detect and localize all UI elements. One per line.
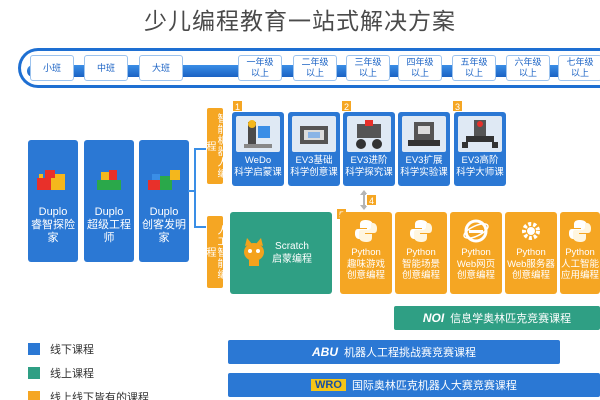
page-title: 少儿编程教育一站式解决方案 xyxy=(144,8,456,34)
python-card-smart-scene[interactable]: Python 智能场景 创意编程 xyxy=(395,212,447,294)
python-logo-icon xyxy=(408,218,434,244)
python-card-ai-application[interactable]: Python 人工智能 应用编程 xyxy=(560,212,600,294)
robot-image xyxy=(402,116,446,152)
bracket-stem xyxy=(188,190,196,192)
python-label: Python 人工智能 应用编程 xyxy=(560,247,599,281)
duplo-card-engineer[interactable]: Duplo 超级工程师 xyxy=(84,140,134,262)
robot-card-ev3-master[interactable]: EV3高阶 科学大师课 xyxy=(454,112,506,186)
robot-image xyxy=(347,116,391,152)
competition-wro[interactable]: WRO 国际奥林匹克机器人大赛竞赛课程 xyxy=(228,373,600,397)
legend-label: 线下课程 xyxy=(50,344,94,356)
robot-label: EV3基础 科学创意课 xyxy=(290,155,338,178)
gear-icon xyxy=(518,218,544,244)
legend-swatch-blue xyxy=(28,343,40,355)
abu-logo: ABU xyxy=(312,345,338,359)
step-number-badge: 2 xyxy=(341,100,352,112)
category-robot-programming: 智能机器人编程 xyxy=(204,108,226,184)
robot-card-ev3-advanced[interactable]: EV3进阶 科学探究课 xyxy=(343,112,395,186)
legend-offline: 线下课程 xyxy=(28,342,94,356)
wro-logo: WRO xyxy=(311,379,346,391)
browser-e-icon xyxy=(463,218,489,244)
robot-label: EV3高阶 科学大师课 xyxy=(456,155,504,178)
duplo-label: Duplo 创客发明家 xyxy=(142,206,186,244)
competition-label: 信息学奥林匹克竞赛课程 xyxy=(450,313,572,325)
robot-label: EV3进阶 科学探究课 xyxy=(345,155,393,178)
duplo-card-inventor[interactable]: Duplo 创客发明家 xyxy=(139,140,189,262)
robot-card-wedo[interactable]: WeDo 科学启蒙课 xyxy=(232,112,284,186)
duplo-bricks-icon xyxy=(91,166,127,194)
robot-image xyxy=(236,116,280,152)
robot-card-ev3-basic[interactable]: EV3基础 科学创意课 xyxy=(288,112,340,186)
competition-label: 国际奥林匹克机器人大赛竞赛课程 xyxy=(351,380,517,392)
python-logo-icon xyxy=(353,218,379,244)
robot-card-ev3-extended[interactable]: EV3扩展 科学实验课 xyxy=(398,112,450,186)
age-xiaoban: 小班 xyxy=(30,55,74,81)
duplo-label: Duplo 睿智探险家 xyxy=(31,206,75,244)
python-card-web-server[interactable]: Python Web服务器 创意编程 xyxy=(505,212,557,294)
step-number-badge: 1 xyxy=(232,100,243,112)
age-grade-7: 七年级以上 xyxy=(558,55,600,81)
category-ai-programming: 人工智能编程 xyxy=(204,216,226,288)
legend-label: 线上课程 xyxy=(50,368,94,380)
robot-label: WeDo 科学启蒙课 xyxy=(234,155,282,178)
duplo-card-explorer[interactable]: Duplo 睿智探险家 xyxy=(28,140,78,262)
python-card-game[interactable]: Python 趣味游戏 创意编程 xyxy=(340,212,392,294)
duplo-bricks-icon xyxy=(146,166,182,194)
legend-swatch-orange xyxy=(28,391,40,400)
duplo-label: Duplo 超级工程师 xyxy=(87,206,131,244)
step-number-badge: 4 xyxy=(366,194,377,206)
python-logo-icon xyxy=(567,218,593,244)
python-card-web-page[interactable]: Python Web网页 创意编程 xyxy=(450,212,502,294)
age-grade-5: 五年级以上 xyxy=(452,55,496,81)
scratch-label: Scratch 启蒙编程 xyxy=(272,241,312,265)
robot-image xyxy=(458,116,502,152)
python-label: Python Web网页 创意编程 xyxy=(456,247,496,281)
competition-label: 机器人工程挑战赛竞赛课程 xyxy=(344,347,476,359)
scratch-cat-icon xyxy=(240,236,268,266)
age-grade-2: 二年级以上 xyxy=(293,55,337,81)
legend-both: 线上线下皆有的课程 xyxy=(28,390,149,400)
competition-abu[interactable]: ABU 机器人工程挑战赛竞赛课程 xyxy=(228,340,560,364)
scratch-card[interactable]: Scratch 启蒙编程 xyxy=(230,212,332,294)
python-label: Python Web服务器 创意编程 xyxy=(507,247,555,281)
age-grade-1: 一年级以上 xyxy=(238,55,282,81)
robot-label: EV3扩展 科学实验课 xyxy=(400,155,448,178)
legend-swatch-teal xyxy=(28,367,40,379)
track-bracket xyxy=(194,148,206,228)
age-daban: 大班 xyxy=(139,55,183,81)
age-grade-4: 四年级以上 xyxy=(398,55,442,81)
age-zhongban: 中班 xyxy=(84,55,128,81)
legend-label: 线上线下皆有的课程 xyxy=(50,392,149,400)
age-grade-3: 三年级以上 xyxy=(346,55,390,81)
step-number-badge: 3 xyxy=(452,100,463,112)
duplo-bricks-icon xyxy=(35,166,71,194)
age-grade-6: 六年级以上 xyxy=(506,55,550,81)
noi-logo: NOI xyxy=(422,311,445,325)
python-label: Python 智能场景 创意编程 xyxy=(401,247,440,281)
legend-online: 线上课程 xyxy=(28,366,94,380)
robot-image xyxy=(292,116,336,152)
python-label: Python 趣味游戏 创意编程 xyxy=(346,247,385,281)
competition-noi[interactable]: NOI 信息学奥林匹克竞赛课程 xyxy=(394,306,600,330)
